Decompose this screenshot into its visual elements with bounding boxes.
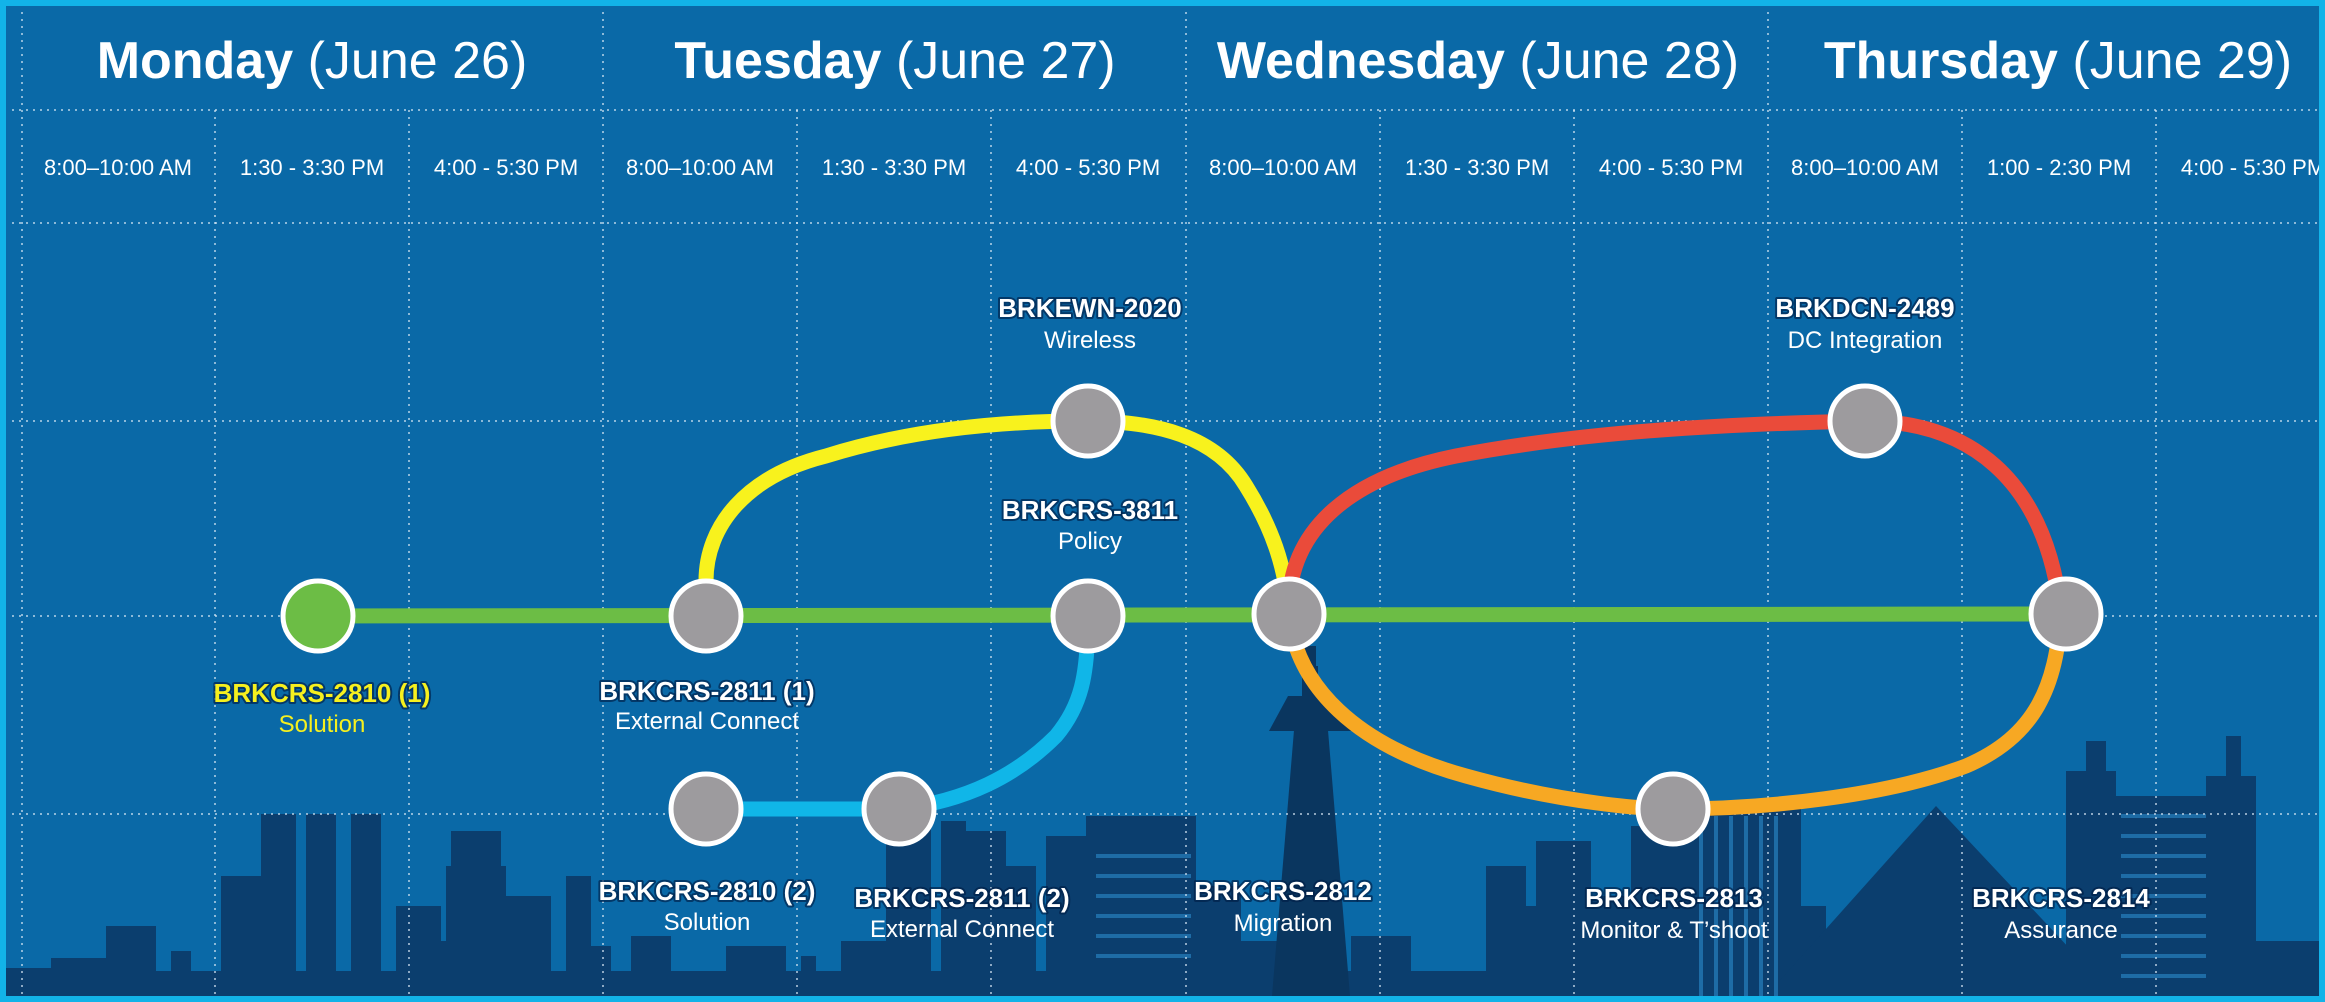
city-skyline: [6, 646, 2319, 996]
day-date: (June 26): [308, 32, 528, 90]
session-code: BRKCRS-2812: [1194, 876, 1372, 906]
time-slot: 1:00 - 2:30 PM: [1987, 155, 2131, 180]
day-name: Wednesday: [1217, 32, 1505, 90]
day-headers: Monday (June 26) Tuesday (June 27) Wedne…: [97, 32, 2292, 90]
session-nodes: [280, 383, 2104, 847]
session-code: BRKCRS-2813: [1585, 883, 1763, 913]
time-slots: 8:00–10:00 AM 1:30 - 3:30 PM 4:00 - 5:30…: [44, 155, 2325, 180]
day-date: (June 29): [2072, 32, 2292, 90]
day-name: Monday: [97, 32, 294, 90]
routes: [310, 413, 2074, 817]
time-slot: 4:00 - 5:30 PM: [1016, 155, 1160, 180]
session-code: BRKCRS-2811 (2): [854, 883, 1069, 913]
session-code: BRKEWN-2020: [998, 293, 1182, 323]
session-node-brkdcn-2489: [1827, 383, 1903, 459]
session-node-brkewn-2020: [1050, 383, 1126, 459]
day-name: Thursday: [1824, 32, 2058, 90]
session-node-brkcrs-2814: [2028, 576, 2104, 652]
session-topic: Migration: [1234, 910, 1333, 937]
session-node-brkcrs-2810-2: [668, 771, 744, 847]
time-slot: 8:00–10:00 AM: [1209, 155, 1357, 180]
day-header-wednesday: Wednesday (June 28): [1217, 32, 1739, 90]
time-slot: 4:00 - 5:30 PM: [1599, 155, 1743, 180]
session-topic: Solution: [664, 909, 751, 936]
time-slot: 1:30 - 3:30 PM: [822, 155, 966, 180]
session-node-brkcrs-2810-1: [280, 578, 356, 654]
session-topic: Policy: [1058, 528, 1122, 555]
session-topic: Assurance: [2004, 917, 2117, 944]
session-topic: DC Integration: [1788, 327, 1943, 354]
session-node-brkcrs-2811-1: [668, 578, 744, 654]
day-header-monday: Monday (June 26): [97, 32, 528, 90]
time-slot: 8:00–10:00 AM: [1791, 155, 1939, 180]
session-node-brkcrs-2813: [1635, 771, 1711, 847]
time-slot: 1:30 - 3:30 PM: [240, 155, 384, 180]
session-node-brkcrs-2811-2: [861, 771, 937, 847]
session-topic: Monitor & T’shoot: [1580, 917, 1768, 944]
time-slot: 4:00 - 5:30 PM: [2181, 155, 2325, 180]
route-main: [310, 606, 2074, 624]
time-slot: 8:00–10:00 AM: [44, 155, 192, 180]
session-code: BRKCRS-3811: [1002, 495, 1178, 525]
session-code: BRKCRS-2814: [1972, 883, 2150, 913]
route-external: [698, 608, 1096, 817]
day-header-tuesday: Tuesday (June 27): [674, 32, 1115, 90]
schedule-canvas: Monday (June 26) Tuesday (June 27) Wedne…: [6, 12, 2325, 996]
day-name: Tuesday: [674, 32, 881, 90]
session-topic: External Connect: [870, 916, 1054, 943]
session-node-brkcrs-2812: [1251, 576, 1327, 652]
session-code: BRKCRS-2811 (1): [599, 676, 814, 706]
route-wireless: [698, 413, 1297, 622]
session-topic: External Connect: [615, 708, 799, 735]
time-slot: 1:30 - 3:30 PM: [1405, 155, 1549, 180]
time-slot: 4:00 - 5:30 PM: [434, 155, 578, 180]
session-code: BRKDCN-2489: [1775, 293, 1954, 323]
session-node-brkcrs-3811: [1050, 578, 1126, 654]
day-date: (June 27): [896, 32, 1116, 90]
route-dc: [1281, 413, 2069, 622]
day-header-thursday: Thursday (June 29): [1824, 32, 2292, 90]
session-topic: Solution: [279, 711, 366, 738]
day-date: (June 28): [1519, 32, 1739, 90]
session-topic: Wireless: [1044, 327, 1136, 354]
session-labels: BRKCRS-2810 (1) Solution BRKCRS-2811 (1)…: [212, 291, 2153, 944]
time-slot: 8:00–10:00 AM: [626, 155, 774, 180]
session-code: BRKCRS-2810 (1): [214, 678, 431, 708]
session-code: BRKCRS-2810 (2): [599, 876, 816, 906]
